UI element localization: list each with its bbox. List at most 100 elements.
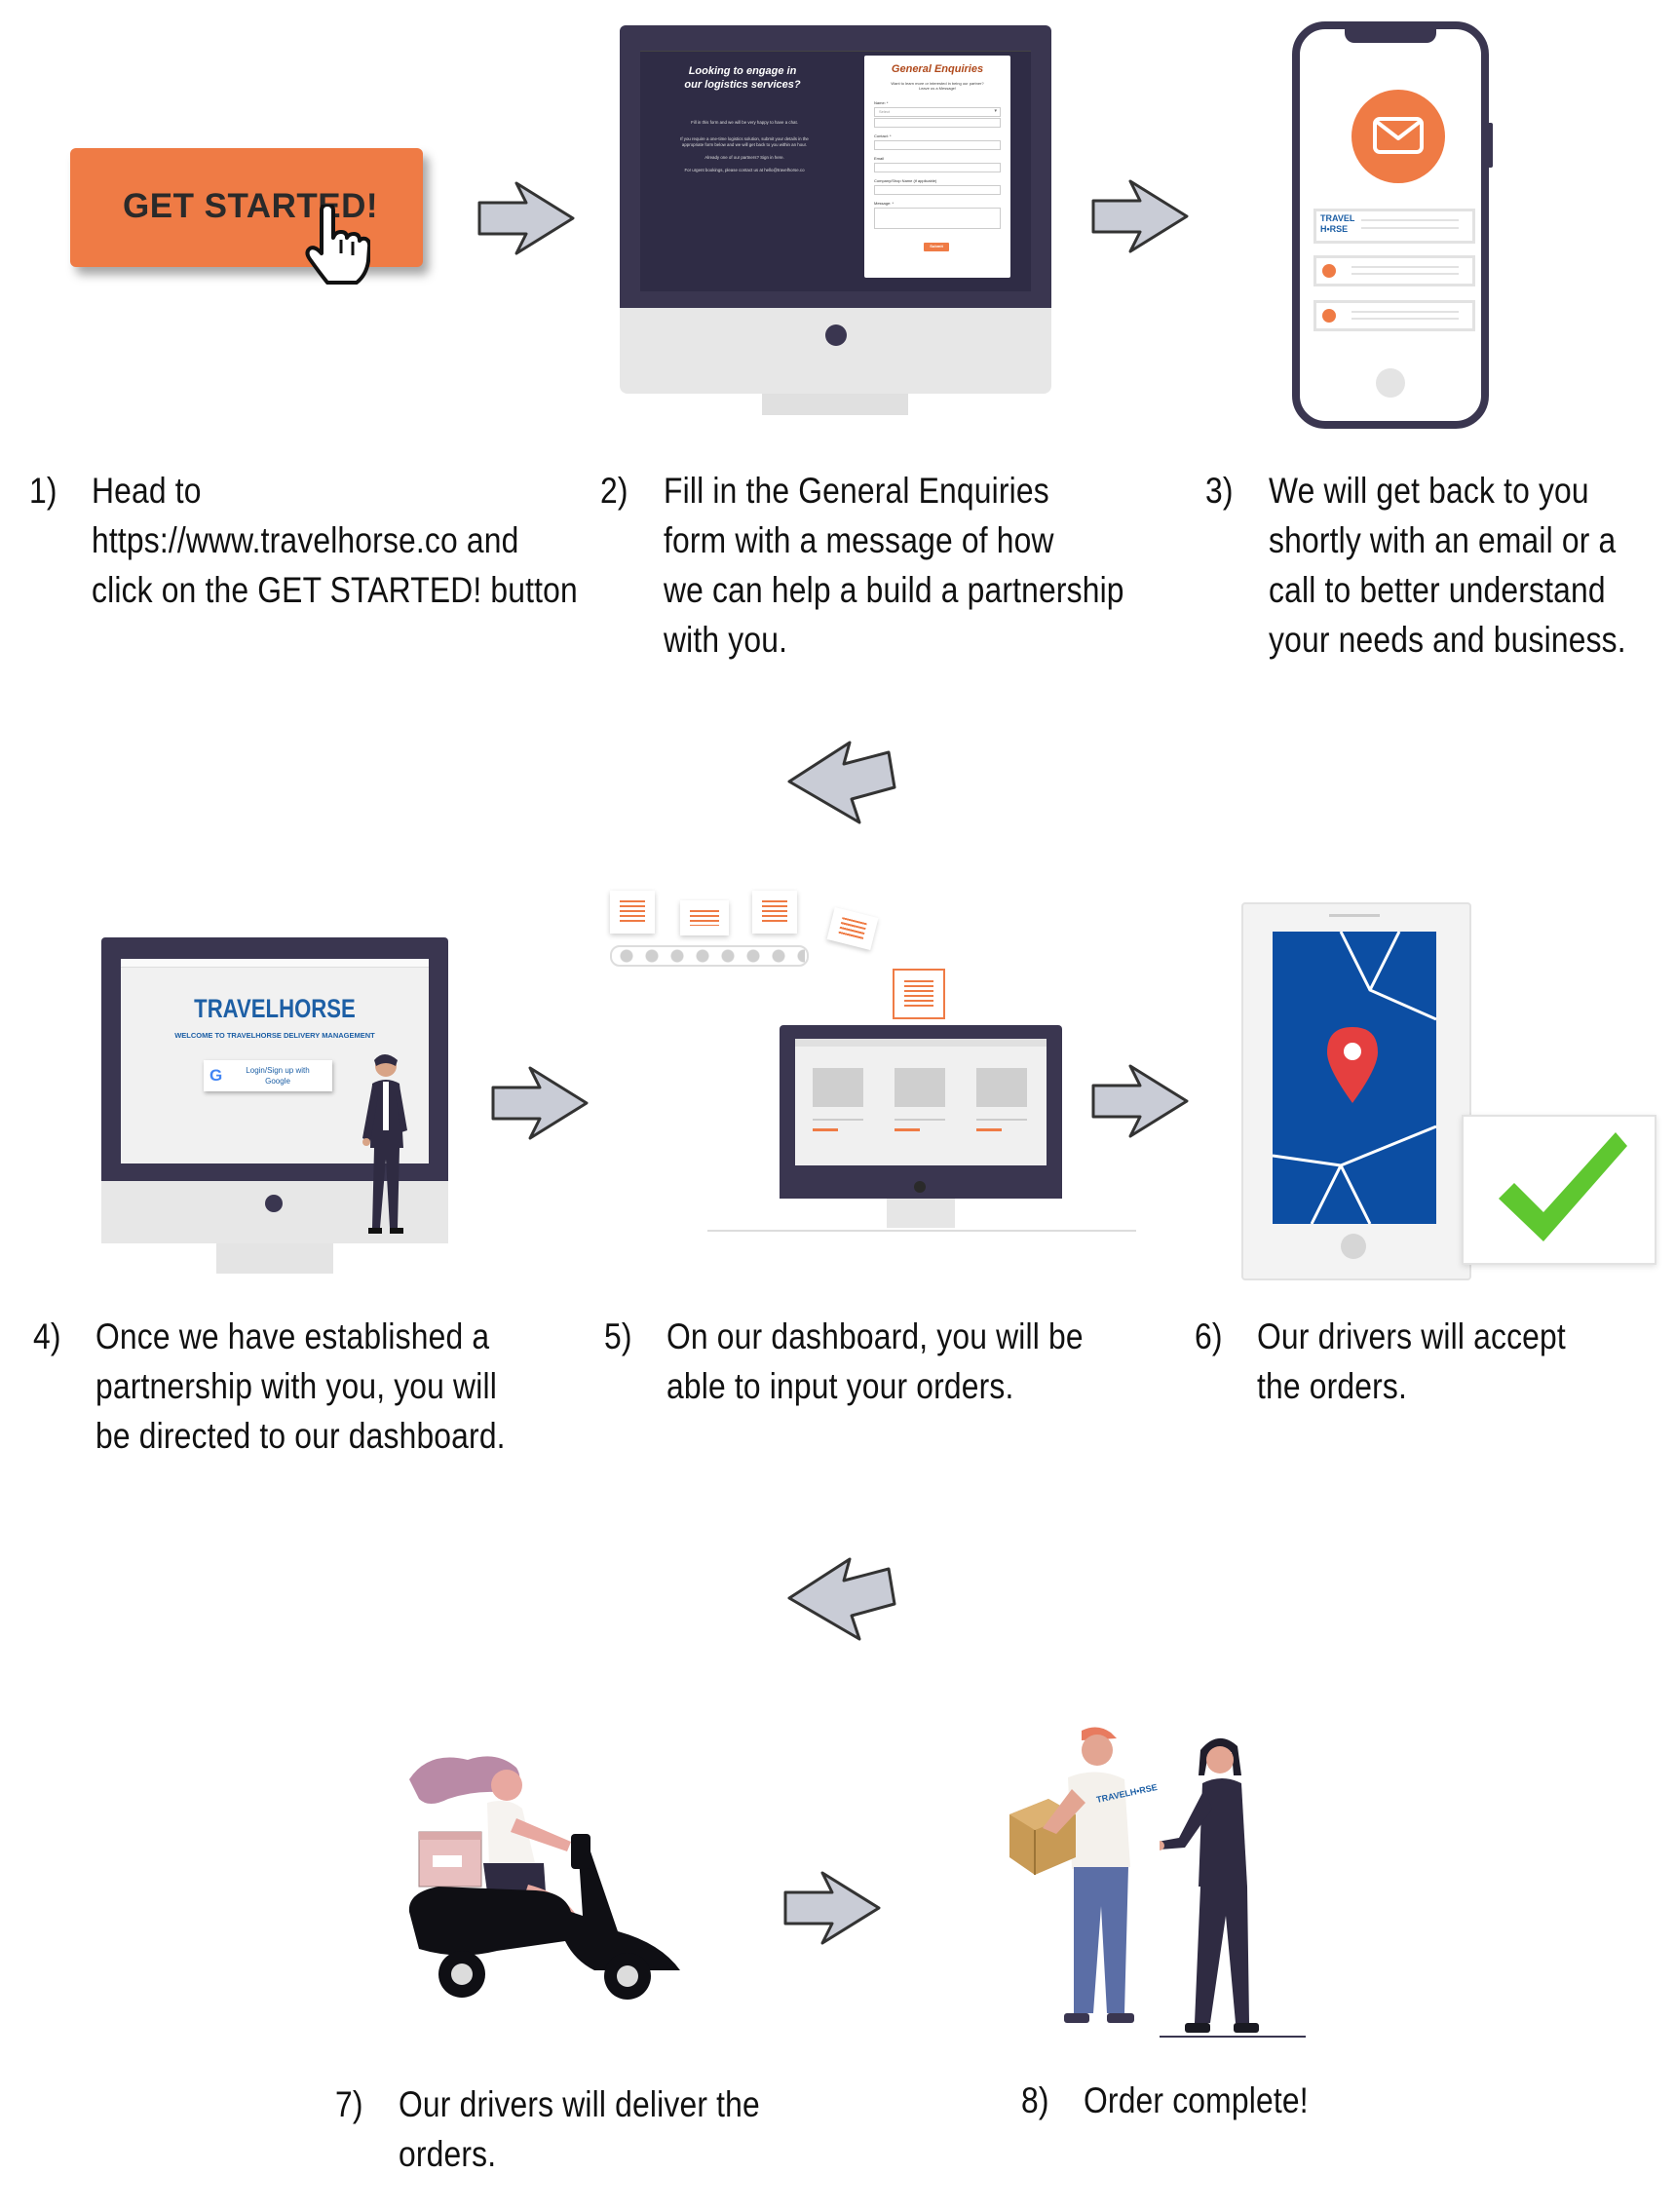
- step-3-text: We will get back to you shortly with an …: [1269, 466, 1626, 665]
- order-tile: [895, 1068, 945, 1107]
- scooter-rider-illustration: [408, 1756, 680, 2000]
- message-textarea[interactable]: [874, 208, 1001, 229]
- customer-hair: [1199, 1737, 1241, 1775]
- check-card: [1462, 1115, 1656, 1265]
- step-text-line: orders.: [399, 2134, 497, 2174]
- monitor-screen: Looking to engage in our logistics servi…: [640, 51, 1031, 291]
- document-lines-icon: [838, 917, 867, 940]
- scooter-body: [408, 1851, 680, 1970]
- tile-line: [813, 1119, 863, 1121]
- step-1-text: Head to https://www.travelhorse.co and c…: [92, 466, 578, 615]
- enquiry-body-1: Fill in this form and we will be very ha…: [691, 120, 798, 125]
- step-3-number: 3): [1205, 471, 1234, 511]
- field-message-label: Message: *: [874, 201, 895, 206]
- phone-notch: [1345, 27, 1436, 43]
- arrow-right-icon: [491, 1066, 589, 1140]
- monitor-camera-dot: [265, 1195, 283, 1212]
- get-started-illustration: GET STARTED!: [70, 148, 433, 285]
- tile-line: [976, 1119, 1027, 1121]
- customer-pants: [1195, 1887, 1249, 2023]
- step-8-number: 8): [1021, 2080, 1049, 2120]
- document-card: [826, 906, 879, 951]
- browser-bar: [121, 959, 429, 968]
- step-6-text: Our drivers will accept the orders.: [1257, 1312, 1566, 1411]
- form-title: General Enquiries: [891, 63, 984, 75]
- desk-line: [707, 1230, 1136, 1232]
- map-roads: [1273, 932, 1436, 1224]
- step-8-text: Order complete!: [1084, 2076, 1309, 2125]
- form-subtitle-1: Want to learn more or interested in bein…: [891, 81, 984, 86]
- step-text-line: be directed to our dashboard.: [95, 1416, 506, 1456]
- step-text-line: your needs and business.: [1269, 620, 1626, 660]
- tile-line: [895, 1119, 945, 1121]
- customer-figure: [1160, 1737, 1306, 2038]
- step-7-text: Our drivers will deliver the orders.: [399, 2079, 760, 2179]
- step-text-line: On our dashboard, you will be: [666, 1316, 1084, 1356]
- arrow-right-icon: [477, 181, 575, 255]
- rider-skirt: [483, 1863, 546, 1892]
- step-text-line: Our drivers will deliver the: [399, 2084, 760, 2124]
- travel-logo-line1: TRAVEL: [1320, 213, 1355, 223]
- document-lines-icon: [762, 900, 787, 924]
- welcome-text: WELCOME TO TRAVELHORSE DELIVERY MANAGEME…: [174, 1031, 375, 1040]
- step-6-number: 6): [1195, 1316, 1223, 1356]
- conveyor-belt: [610, 945, 809, 967]
- submit-button[interactable]: Submit: [924, 243, 949, 251]
- monitor-stand: [887, 1199, 955, 1228]
- document-lines-icon: [904, 980, 933, 1008]
- customer-hand: [1160, 1841, 1164, 1850]
- select-placeholder: Select: [879, 109, 891, 114]
- pointer-hand-icon: [305, 205, 370, 285]
- travel-logo-line2: H•RSE: [1320, 224, 1349, 234]
- brand-title: TRAVELHORSE: [194, 994, 356, 1023]
- customer-arm: [1160, 1789, 1212, 1850]
- phone-list-item: [1313, 300, 1475, 331]
- arrow-down-left-icon: [787, 1557, 896, 1641]
- step-2-number: 2): [600, 471, 628, 511]
- monitor-stand: [762, 394, 908, 415]
- step-text-line: https://www.travelhorse.co and: [92, 520, 519, 560]
- desktop-monitor-enquiry: Looking to engage in our logistics servi…: [620, 25, 1051, 415]
- phone-card-logo: TRAVEL H•RSE: [1313, 209, 1475, 244]
- standing-man-figure: [362, 1054, 407, 1234]
- tile-accent: [976, 1128, 1002, 1131]
- phone-side-button: [1487, 123, 1493, 168]
- company-input[interactable]: [874, 185, 1001, 195]
- tile-accent: [895, 1128, 920, 1131]
- courier-arm: [1043, 1789, 1085, 1834]
- courier-shirt: [1068, 1772, 1130, 1869]
- document-lines-icon: [620, 900, 645, 924]
- monitor-camera-dot: [914, 1181, 926, 1193]
- order-handover-illustration: TRAVELH•RSE: [1004, 1721, 1315, 2048]
- step-5-number: 5): [604, 1316, 632, 1356]
- document-lines-icon: [690, 910, 719, 926]
- order-tile: [976, 1068, 1027, 1107]
- enquiry-heading-2: our logistics services?: [684, 79, 801, 91]
- step-text-line: we can help a build a partnership: [664, 570, 1124, 610]
- document-card: [610, 891, 655, 934]
- enquiry-body-4[interactable]: Already one of our partners? Sign in her…: [704, 155, 784, 160]
- name-select[interactable]: Select ▾: [874, 107, 1001, 117]
- general-enquiries-form: General Enquiries Want to learn more or …: [864, 56, 1010, 278]
- customer-head: [1206, 1746, 1234, 1773]
- step-text-line: with you.: [664, 620, 788, 660]
- field-contact-label: Contact: *: [874, 133, 892, 138]
- submit-label: Submit: [930, 244, 943, 248]
- rider-hair: [409, 1756, 520, 1804]
- courier-pants: [1074, 1867, 1128, 2013]
- courier-shoe: [1107, 2013, 1134, 2023]
- google-icon: G: [209, 1066, 223, 1085]
- name-input[interactable]: [874, 118, 1001, 128]
- scooter-handlebar: [571, 1834, 590, 1869]
- field-company-label: Company/Shop Name (if applicable): [874, 178, 937, 183]
- email-input[interactable]: [874, 163, 1001, 172]
- customer-shoe: [1185, 2023, 1210, 2033]
- form-subtitle-2: Leave us a Message!: [918, 86, 957, 91]
- enquiry-heading-1: Looking to engage in: [688, 65, 797, 77]
- enquiry-body-5[interactable]: For urgent bookings, please contact us a…: [684, 168, 805, 172]
- step-5-text: On our dashboard, you will be able to in…: [666, 1312, 1084, 1411]
- contact-input[interactable]: [874, 140, 1001, 150]
- customer-shoe: [1234, 2023, 1259, 2033]
- google-login-button[interactable]: G Login/Sign up with Google: [204, 1060, 332, 1091]
- card-line: [1351, 311, 1459, 313]
